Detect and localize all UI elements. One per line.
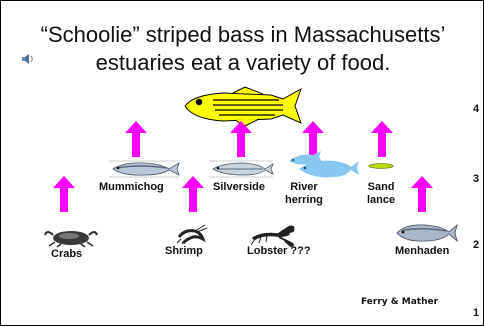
trophic-level-2: 2 xyxy=(473,239,479,251)
label-sand-lance: Sand lance xyxy=(367,181,395,207)
river-herring-icon xyxy=(285,151,361,181)
credit-text: Ferry & Mather xyxy=(361,297,438,307)
menhaden-icon xyxy=(393,221,459,245)
arrow-crabs-up xyxy=(52,176,76,212)
shrimp-icon xyxy=(173,223,207,245)
label-silverside: Silverside xyxy=(213,181,265,194)
arrow-shrimp-up xyxy=(181,176,205,212)
label-shrimp: Shrimp xyxy=(165,245,203,258)
trophic-level-4: 4 xyxy=(473,103,479,115)
label-sand-lance-line1: Sand xyxy=(367,181,395,194)
label-sand-lance-line2: lance xyxy=(367,194,395,207)
title-line-2: estuaries eat a variety of food. xyxy=(9,49,477,77)
arrow-mummichog-to-bass xyxy=(124,121,148,157)
mummichog-icon xyxy=(109,158,181,180)
trophic-level-3: 3 xyxy=(473,173,479,185)
label-river-herring: River herring xyxy=(285,181,323,207)
arrow-silverside-to-bass xyxy=(229,121,253,157)
arrow-menhaden-up xyxy=(410,176,434,212)
crab-icon xyxy=(43,227,99,247)
trophic-level-1: 1 xyxy=(473,307,479,319)
sand-lance-icon xyxy=(368,162,394,170)
silverside-icon xyxy=(209,158,275,180)
label-river-herring-line2: herring xyxy=(285,194,323,207)
arrow-sandlance-to-bass xyxy=(370,121,394,157)
label-mummichog: Mummichog xyxy=(99,181,164,194)
label-crabs: Crabs xyxy=(51,248,82,261)
label-river-herring-line1: River xyxy=(285,181,323,194)
title-line-1: “Schoolie” striped bass in Massachusetts… xyxy=(9,21,477,49)
slide-title: “Schoolie” striped bass in Massachusetts… xyxy=(9,21,477,77)
lobster-icon xyxy=(249,223,297,247)
label-lobster: Lobster ??? xyxy=(247,245,311,258)
label-menhaden: Menhaden xyxy=(395,245,449,258)
speaker-icon[interactable] xyxy=(21,53,35,65)
